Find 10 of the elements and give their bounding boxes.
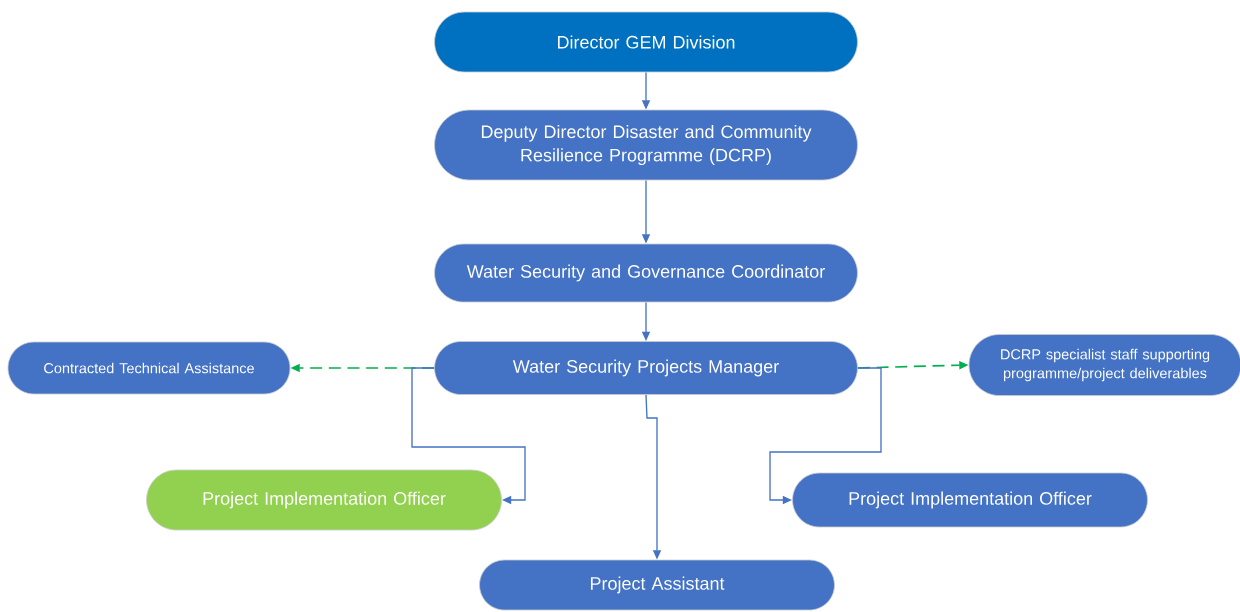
process-box: DCRP specialist staff supporting programme/project deliverables xyxy=(968,334,1240,396)
process-box: Deputy Director Disaster and Community Resilience Programme (DCRP) xyxy=(434,109,858,181)
process-box: Contracted Technical Assistance xyxy=(7,341,291,395)
process-box: Director GEM Division xyxy=(434,11,858,73)
process-box: Water Security and Governance Coordinator xyxy=(434,243,858,303)
process-box: Water Security Projects Manager xyxy=(434,341,858,395)
arrow xyxy=(411,367,526,505)
process-box: Project Assistant xyxy=(479,559,835,611)
process-box: Project Implementation Officer xyxy=(146,469,502,531)
process-box: Project Implementation Officer xyxy=(792,472,1148,528)
